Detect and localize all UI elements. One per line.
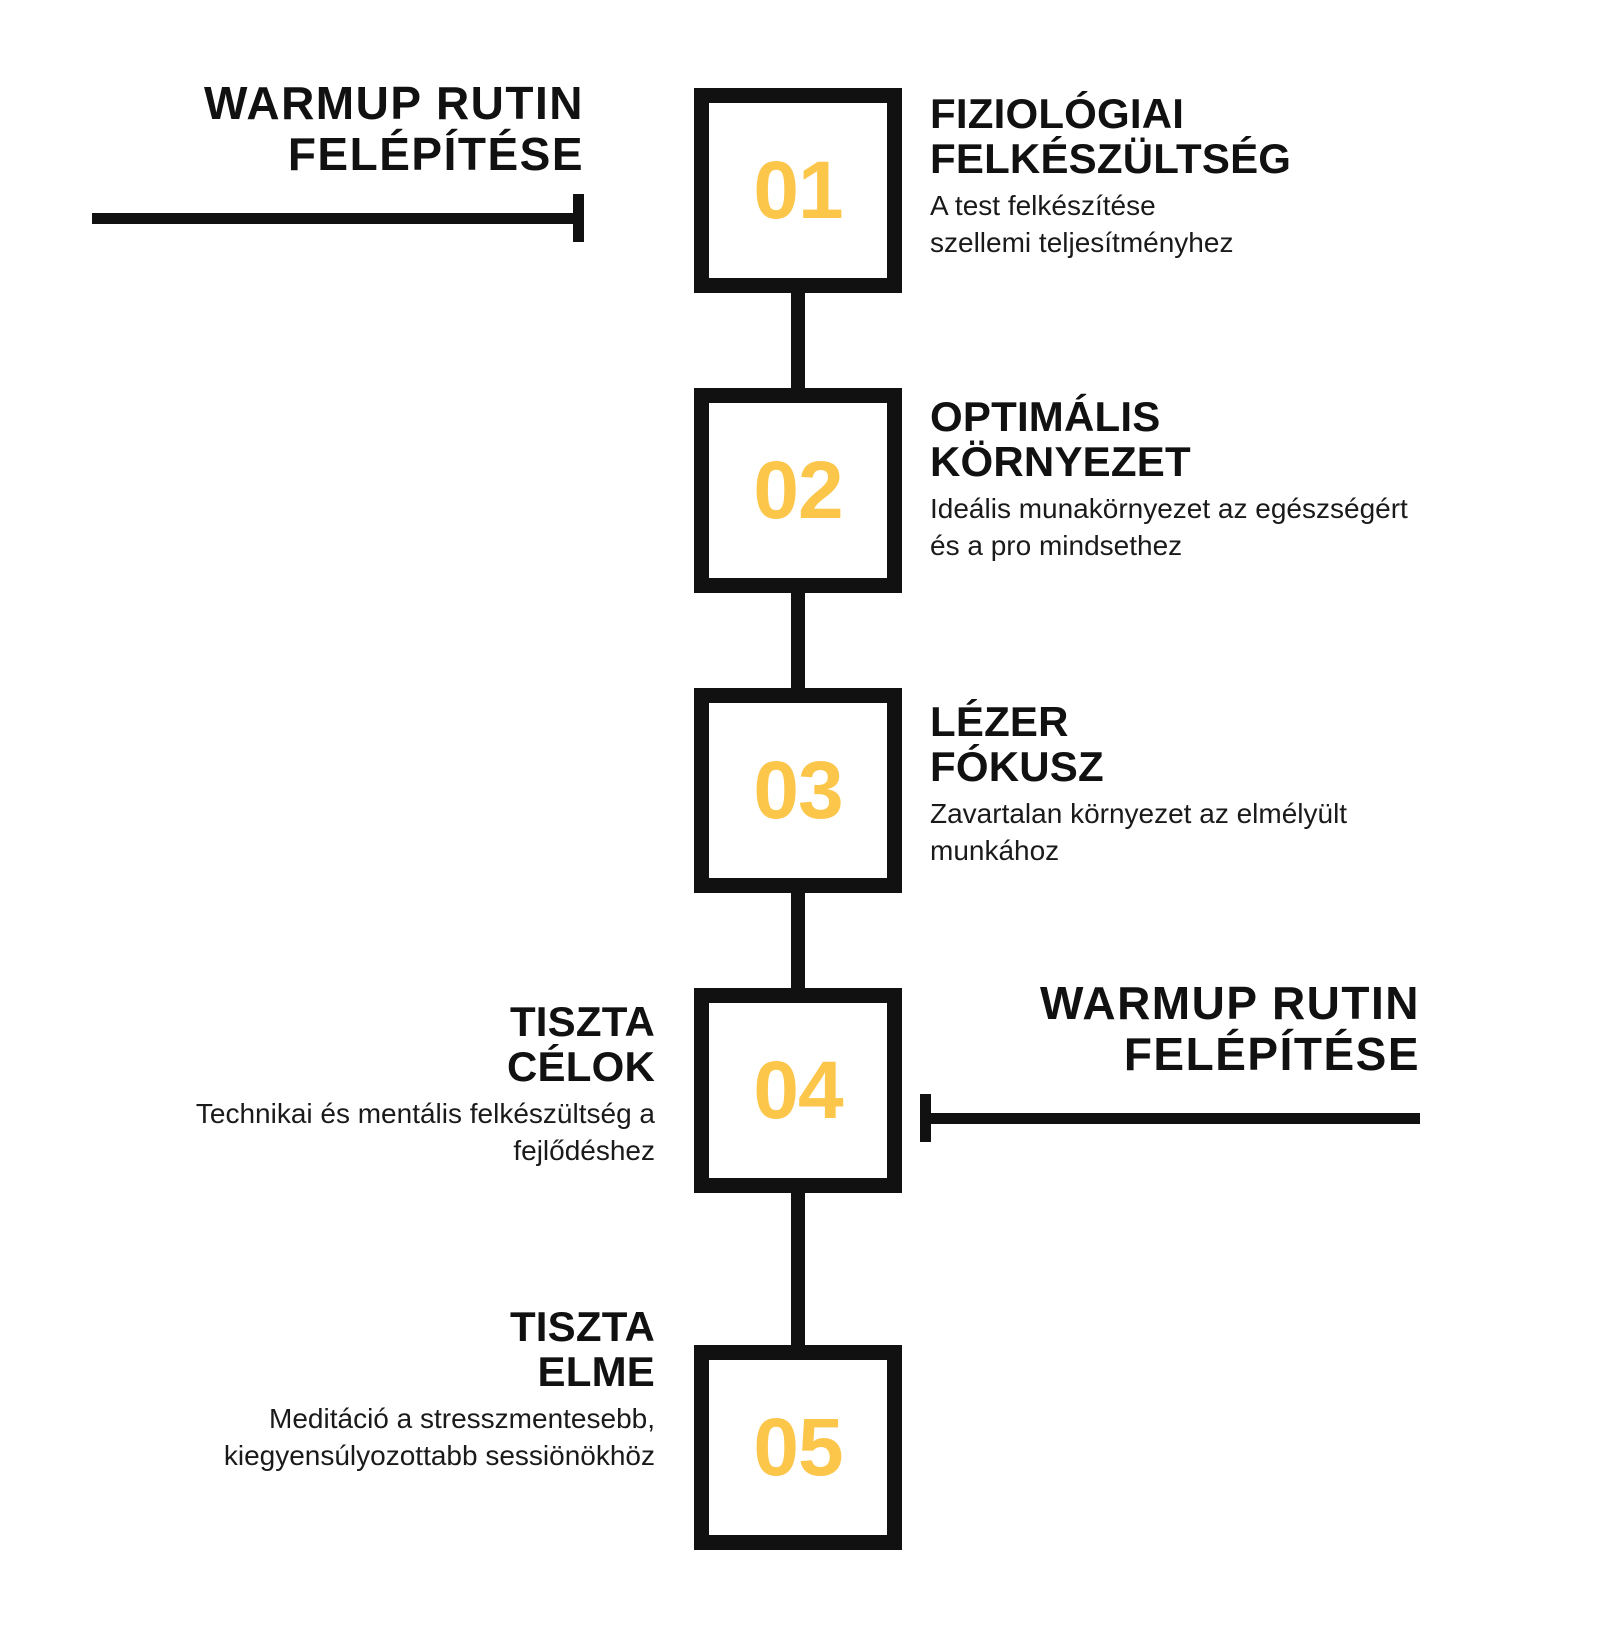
step-box-05[interactable]: 05 [694, 1345, 902, 1550]
heading-title-mid-right: WARMUP RUTIN FELÉPÍTÉSE [1039, 977, 1420, 1080]
step-box-02[interactable]: 02 [694, 388, 902, 593]
step-number-04: 04 [753, 1044, 843, 1136]
step-number-02: 02 [753, 444, 843, 536]
rule-tick-icon [573, 194, 584, 243]
connector-03-04 [791, 893, 805, 988]
heading-rule-mid-right [920, 1089, 1420, 1143]
step-number-03: 03 [753, 744, 843, 836]
step-text-02: OPTIMÁLIS KÖRNYEZET Ideális munakörnyeze… [930, 393, 1530, 565]
step-title-01: FIZIOLÓGIAI FELKÉSZÜLTSÉG [930, 90, 1292, 182]
connector-04-05 [791, 1193, 805, 1345]
step-number-05: 05 [753, 1401, 843, 1493]
rule-tick-icon [920, 1094, 931, 1143]
rule-bar-icon [931, 1113, 1420, 1125]
heading-title-top-left: WARMUP RUTIN FELÉPÍTÉSE [203, 77, 584, 180]
step-description-03: Zavartalan környezet az elmélyült munkáh… [930, 798, 1348, 867]
step-number-01: 01 [753, 144, 843, 236]
step-text-01: FIZIOLÓGIAI FELKÉSZÜLTSÉG A test felkész… [930, 90, 1490, 262]
step-description-02: Ideális munakörnyezet az egészségért és … [930, 493, 1408, 562]
step-text-04: TISZTA CÉLOK Technikai és mentális felké… [95, 998, 655, 1170]
step-title-04: TISZTA CÉLOK [507, 998, 655, 1090]
connector-01-02 [791, 293, 805, 388]
rule-bar-icon [92, 213, 573, 225]
step-title-05: TISZTA ELME [509, 1303, 655, 1395]
step-box-01[interactable]: 01 [694, 88, 902, 293]
heading-rule-top-left [92, 189, 584, 243]
heading-block-top-left: WARMUP RUTIN FELÉPÍTÉSE [92, 77, 584, 243]
heading-block-mid-right: WARMUP RUTIN FELÉPÍTÉSE [920, 977, 1420, 1143]
connector-02-03 [791, 593, 805, 688]
step-description-05: Meditáció a stresszmentesebb, kiegyensúl… [223, 1403, 655, 1472]
step-description-04: Technikai és mentális felkészültség a fe… [195, 1098, 655, 1167]
step-title-02: OPTIMÁLIS KÖRNYEZET [930, 393, 1191, 485]
step-title-03: LÉZER FÓKUSZ [930, 698, 1104, 790]
step-text-05: TISZTA ELME Meditáció a stresszmentesebb… [95, 1303, 655, 1475]
step-description-01: A test felkészítése szellemi teljesítmén… [930, 190, 1234, 259]
step-box-03[interactable]: 03 [694, 688, 902, 893]
step-text-03: LÉZER FÓKUSZ Zavartalan környezet az elm… [930, 698, 1530, 870]
step-box-04[interactable]: 04 [694, 988, 902, 1193]
